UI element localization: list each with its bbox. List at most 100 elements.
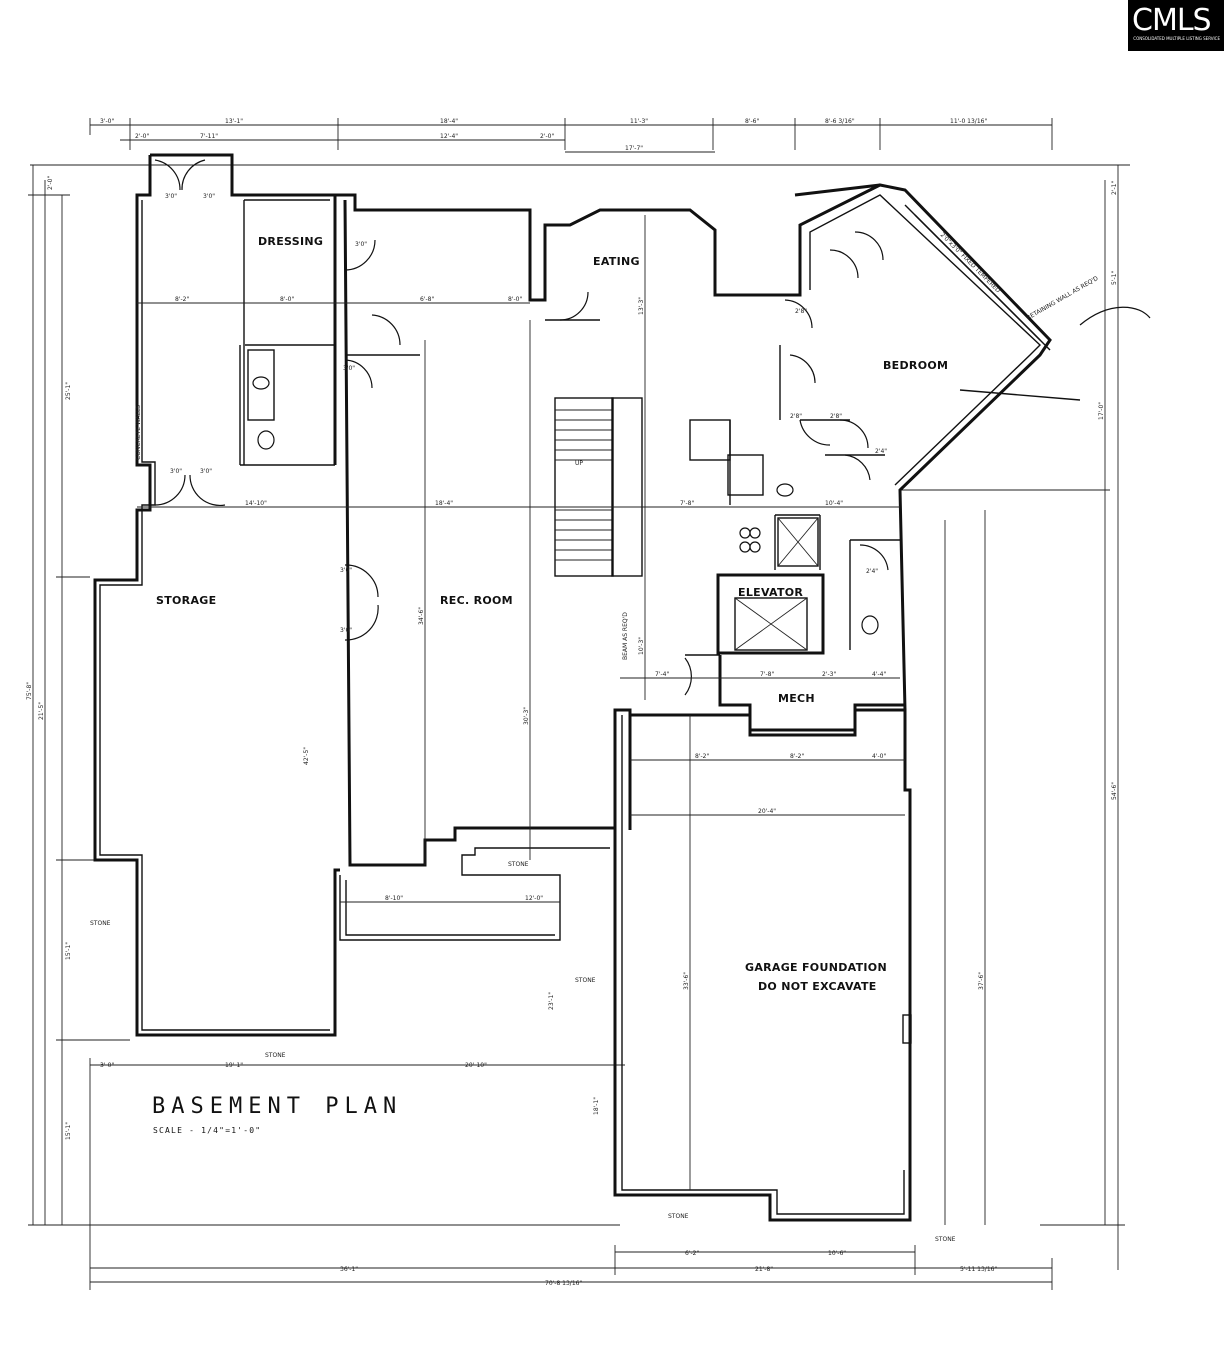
dim-right-2: 5'-1" [1111, 271, 1118, 285]
door-width-9: 2'8" [795, 308, 807, 315]
dim-low-2: 8'-2" [790, 753, 804, 760]
left-dimension-lines [28, 165, 620, 1226]
note-stone-5: STONE [668, 1213, 689, 1220]
dim-mid-3: 2'-3" [822, 671, 836, 678]
dim-mid-2: 7'-8" [760, 671, 774, 678]
dim-right-1: 2'-1" [1111, 181, 1118, 195]
dim-inner-3: 30'-3" [523, 707, 530, 725]
dim-top2-1: 2'-0" [135, 133, 149, 140]
door-width-8: 3'0" [340, 627, 352, 634]
top-dimension-lines [30, 118, 1130, 166]
door-width-6: 3'0" [343, 365, 355, 372]
dim-row2-1: 14'-10" [245, 500, 267, 507]
dim-bot-2: 19'-1" [225, 1062, 243, 1069]
dim-top-7: 11'-0 13/16" [950, 118, 987, 125]
dim-row1-1: 8'-2" [175, 296, 189, 303]
dim-inner-5: 23'-1" [548, 992, 555, 1010]
dim-mid-4: 4'-4" [872, 671, 886, 678]
stair-up-label: UP [575, 460, 583, 467]
interior-dimension-lines [137, 215, 905, 1190]
dim-base-1: 6'-2" [685, 1250, 699, 1257]
door-width-5: 3'0" [355, 241, 367, 248]
door-width-4: 3'0" [200, 468, 212, 475]
dim-base-3: 36'-1" [340, 1266, 358, 1273]
dim-left-2: 25'-1" [65, 382, 72, 400]
note-stone-6: STONE [935, 1236, 956, 1243]
dim-left-6: 21'-5" [38, 702, 45, 720]
note-windows: 2'0"x3'0" FIXED TEMPERED [939, 231, 1002, 294]
dim-base-6: 70'-8 13/16" [545, 1280, 582, 1287]
room-label-mech: MECH [778, 692, 815, 705]
room-label-eating: EATING [593, 255, 640, 268]
dim-garage-width: 20'-4" [758, 808, 776, 815]
note-retaining-wall: RETAINING WALL AS REQ'D [1026, 275, 1100, 322]
dim-top-3: 18'-4" [440, 118, 458, 125]
staircase: UP [554, 397, 643, 577]
room-label-rec-room: REC. ROOM [440, 594, 513, 607]
door-swings [154, 159, 889, 696]
dim-low-3: 4'-0" [872, 753, 886, 760]
dim-inner-4: 33'-6" [683, 972, 690, 990]
room-label-garage-line1: GARAGE FOUNDATION [745, 961, 887, 974]
dim-bot-1: 3'-0" [100, 1062, 114, 1069]
note-stone-1: STONE [508, 861, 529, 868]
dim-top2-2: 7'-11" [200, 133, 218, 140]
cmls-logo: CMLS CONSOLIDATED MULTIPLE LISTING SERVI… [1128, 0, 1224, 51]
right-dimension-lines [900, 165, 1125, 1270]
door-width-10: 2'8" [790, 413, 802, 420]
dim-top2-5: 17'-7" [625, 145, 643, 152]
dim-inner-8: 10'-3" [638, 637, 645, 655]
elevator-shaft [734, 597, 808, 651]
dim-left-5: 75'-8" [26, 682, 33, 700]
note-stone-2: STONE [90, 920, 111, 927]
note-stone-4: STONE [265, 1052, 286, 1059]
interior-walls [239, 319, 900, 650]
note-beam: BEAM AS REQ'D [622, 612, 629, 660]
dim-top-2: 13'-1" [225, 118, 243, 125]
door-width-13: 2'4" [866, 568, 878, 575]
dim-row1-2: 8'-0" [280, 296, 294, 303]
plan-scale: SCALE - 1/4"=1'-0" [153, 1126, 261, 1135]
door-width-12: 2'4" [875, 448, 887, 455]
door-width-2: 3'0" [203, 193, 215, 200]
dim-top2-4: 2'-0" [540, 133, 554, 140]
note-stone-3: STONE [575, 977, 596, 984]
door-width-3: 3'0" [170, 468, 182, 475]
room-label-bedroom: BEDROOM [883, 359, 948, 372]
dim-row2-4: 10'-4" [825, 500, 843, 507]
dim-inner-2: 42'-5" [303, 747, 310, 765]
room-label-elevator: ELEVATOR [738, 586, 803, 599]
dim-top-6: 8'-6 3/16" [825, 118, 855, 125]
dim-low-1: 8'-2" [695, 753, 709, 760]
plumbing-fixtures [247, 349, 879, 635]
dim-bot-3: 20'-10" [465, 1062, 487, 1069]
room-label-dressing: DRESSING [258, 235, 323, 248]
room-label-storage: STORAGE [156, 594, 216, 607]
dim-top-1: 3'-0" [100, 118, 114, 125]
dim-row2-2: 18'-4" [435, 500, 453, 507]
exterior-walls [93, 153, 1052, 1222]
dim-top-5: 8'-6" [745, 118, 759, 125]
dim-mid-1: 7'-4" [655, 671, 669, 678]
door-width-1: 3'0" [165, 193, 177, 200]
plan-title: BASEMENT PLAN [152, 1094, 402, 1119]
dim-inner-6: 18'-1" [593, 1097, 600, 1115]
cmls-logo-subtitle: CONSOLIDATED MULTIPLE LISTING SERVICE [1133, 36, 1220, 41]
dim-left-1: 2'-0" [47, 176, 54, 190]
dim-inner-1: 34'-6" [418, 607, 425, 625]
dim-left-3: 15'-1" [65, 942, 72, 960]
dim-stone-b: 12'-0" [525, 895, 543, 902]
dim-right-5: 37'-6" [978, 972, 985, 990]
dim-row2-3: 7'-8" [680, 500, 694, 507]
dim-base-2: 10'-6" [828, 1250, 846, 1257]
shower [777, 517, 819, 567]
dim-top-4: 11'-3" [630, 118, 648, 125]
dim-top2-3: 12'-4" [440, 133, 458, 140]
dim-base-4: 21'-8" [755, 1266, 773, 1273]
door-width-11: 2'8" [830, 413, 842, 420]
dim-inner-7: 13'-3" [638, 297, 645, 315]
dim-right-3: 17'-0" [1098, 402, 1105, 420]
note-concrete-walls: CONCRETE WALLS [135, 405, 142, 460]
door-width-7: 3'0" [340, 567, 352, 574]
